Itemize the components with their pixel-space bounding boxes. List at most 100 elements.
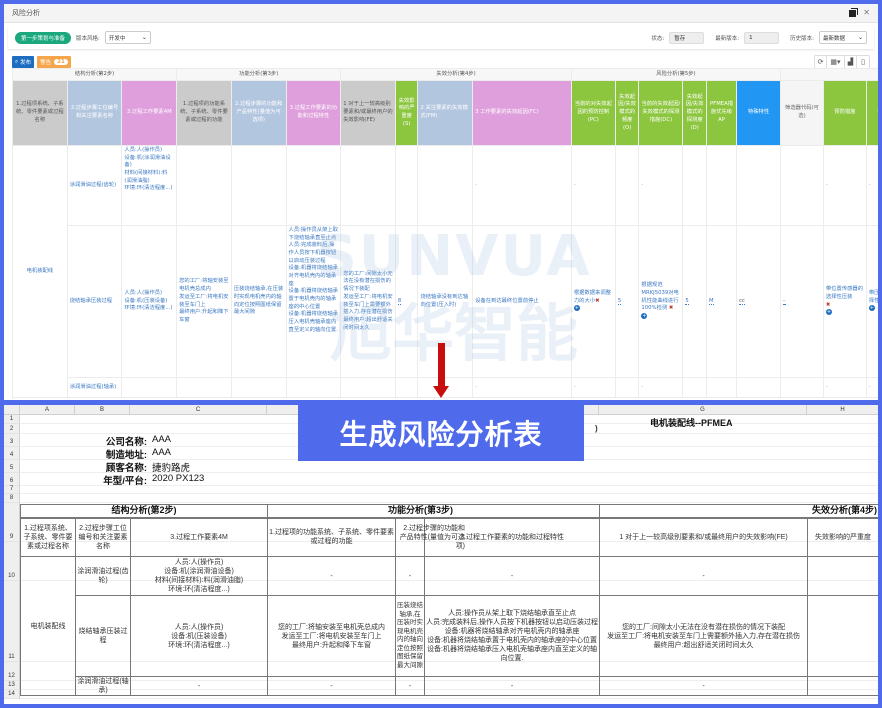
failure-cause-cell[interactable]: - [472, 377, 572, 398]
col-special-char[interactable]: 特殊特性 [736, 80, 782, 146]
element-function-cell[interactable]: 人员:操作员从架上取下烧结轴承直至止点 人员:完成装料后,操作人员按下机器按钮以… [424, 595, 601, 678]
step-function-cell[interactable]: - [395, 676, 426, 697]
special-char-value[interactable]: cc [739, 297, 745, 305]
prevention-action-cell[interactable]: 带位置传感器的选择性压装✖ + [822, 225, 867, 378]
add-icon[interactable]: + [641, 313, 648, 319]
row-number[interactable]: 4 [4, 447, 20, 460]
element-function-cell[interactable] [285, 145, 342, 226]
ap-cell[interactable] [705, 145, 738, 226]
row-number[interactable]: 11 [4, 581, 20, 662]
col-failure-effect[interactable]: 1 对于上一较高级别要素和/或最终用户的失效影响(FE) [340, 80, 396, 146]
severity-value[interactable]: 8 [397, 297, 402, 305]
item-function-cell[interactable]: 您的工厂:将轴安装至电机壳总成内 发运至工厂:将电机安装至车门上 最终用户:升起… [176, 225, 232, 378]
special-char-cell[interactable]: cc [736, 225, 782, 378]
filter-code-value[interactable]: - [783, 297, 785, 305]
header-item-function[interactable]: 1.过程项的功能系统、子系统、零件要素或过程的功能 [267, 517, 397, 558]
prevention-control-cell[interactable]: 根据数据来调整力的大小✖ + [570, 225, 616, 378]
row-number[interactable]: 13 [4, 681, 20, 690]
columns-icon[interactable]: ▦▾ [827, 56, 845, 68]
severity-cell[interactable]: 8 [394, 225, 419, 378]
row-number[interactable]: 12 [4, 662, 20, 681]
row-number[interactable]: 14 [4, 690, 20, 699]
failure-effect-cell[interactable]: 您的工厂:间隙太小无法在没有潜在损伤的情况下装配 发运至工厂:将电机安装至车门上… [599, 595, 809, 678]
ap-value[interactable]: M [708, 297, 714, 305]
work-element-cell[interactable] [121, 377, 178, 398]
add-icon[interactable]: + [868, 305, 875, 312]
occurrence-cell[interactable] [614, 377, 640, 398]
row-number[interactable]: 2 [4, 424, 20, 434]
item-function-cell[interactable] [176, 377, 232, 398]
col-header-g[interactable]: G [599, 405, 807, 414]
restore-icon[interactable] [849, 7, 859, 17]
row-number[interactable]: 10 [4, 542, 20, 581]
step-cell[interactable]: 烧结轴承压装过程 [75, 595, 131, 678]
failure-effect-cell[interactable]: - [599, 676, 809, 697]
ap-cell[interactable]: M [705, 225, 738, 378]
occurrence-value[interactable]: 5 [617, 297, 622, 305]
detection-action-cell[interactable]: - [865, 145, 878, 226]
element-function-cell[interactable]: - [424, 676, 601, 697]
prevention-control-cell[interactable]: - [570, 145, 616, 226]
detection-cell[interactable]: 5 [682, 225, 707, 378]
step-function-cell[interactable] [230, 377, 287, 398]
customer-name-value[interactable]: 捷豹路虎 [152, 463, 191, 474]
col-action-priority[interactable]: PFMEA措施优先级AP [705, 80, 738, 146]
detection-action-cell[interactable]: 带压力监测的选择性压装✖ + [865, 225, 878, 378]
step-cell[interactable]: 涂润滑油过程(齿轮) [66, 145, 123, 226]
col-step-function[interactable]: 2.过程步骤的功能和产品特性(量值为可选项) [230, 80, 287, 146]
occurrence-cell[interactable]: 5 [614, 225, 640, 378]
prevention-control-cell[interactable]: - [570, 377, 616, 398]
select-all-corner[interactable] [4, 405, 20, 414]
close-icon[interactable]: ✕ [863, 8, 870, 17]
row-number[interactable]: 7 [4, 486, 20, 494]
add-icon[interactable]: + [573, 305, 580, 312]
row-number[interactable]: 3 [4, 434, 20, 447]
severity-cell[interactable] [807, 676, 878, 697]
step-function-cell[interactable] [230, 145, 287, 226]
mfg-address-value[interactable]: AAA [152, 447, 172, 458]
model-year-value[interactable]: 2020 PX123 [152, 473, 205, 484]
col-detection-action[interactable]: 探测措施 [865, 80, 878, 146]
row-number[interactable]: 6 [4, 473, 20, 486]
detection-cell[interactable] [682, 145, 707, 226]
group-failure[interactable]: 失效分析(第4步) [599, 503, 878, 519]
col-work-element[interactable]: 3.过程工作要素4M [121, 80, 178, 146]
failure-mode-cell[interactable] [417, 145, 474, 226]
detection-action-cell[interactable]: - [865, 377, 878, 398]
special-char-cell[interactable] [736, 145, 782, 226]
row-number[interactable]: 9 [4, 503, 20, 542]
detection-value[interactable]: 5 [685, 297, 689, 305]
col-prevention-action[interactable]: 预防措施 [822, 80, 867, 146]
col-failure-mode[interactable]: 2 关注要素的失效模式(FM) [417, 80, 474, 146]
detection-cell[interactable] [682, 377, 707, 398]
col-occurrence[interactable]: 失效起因/失效模式的频度(O) [614, 80, 640, 146]
item-function-cell[interactable]: - [267, 676, 397, 697]
col-header-a[interactable]: A [20, 405, 75, 414]
step1-planning-button[interactable]: 第一步策划与准备 [15, 31, 72, 44]
step-function-cell[interactable]: - [395, 556, 426, 597]
header-step-function[interactable]: 2.过程步骤的功能和产品特性(量值为可选项) [395, 517, 465, 558]
group-function[interactable]: 功能分析(第3步) [267, 503, 601, 519]
element-function-cell[interactable]: 人员:操作员从架上取下烧结轴承直至止点 人员:完成装料后,操作人员按下机器按钮以… [285, 225, 342, 378]
row-number[interactable]: 5 [4, 460, 20, 473]
work-element-cell[interactable]: - [129, 676, 269, 697]
detection-control-cell[interactable]: - [638, 145, 684, 226]
step-cell[interactable]: 涂润滑油过程(轴承) [75, 676, 131, 697]
row-number[interactable]: 8 [4, 494, 20, 503]
failure-effect-cell[interactable]: - [599, 556, 809, 597]
failure-effect-cell[interactable]: 您的工厂:间隙太小无法在没有潜在损伤的情况下装配 发运至工厂:将电机安装至车门上… [340, 225, 396, 378]
ap-cell[interactable] [705, 377, 738, 398]
col-severity[interactable]: 失效影响的严重度(S) [394, 80, 419, 146]
col-process-step[interactable]: 2.过程步骤工位编号和关注要素名称 [66, 80, 123, 146]
delete-icon[interactable]: ✖ [668, 305, 674, 312]
filter-code-cell[interactable] [780, 377, 824, 398]
failure-cause-cell[interactable]: 设备在到达最终位置前停止 [472, 225, 572, 378]
col-prevention-control[interactable]: 当前的对失效起因的预防控制(PC) [570, 80, 616, 146]
col-process-item[interactable]: 1.过程项系统、子系统、零件要素或过程名称 [12, 80, 68, 146]
detection-control-cell[interactable]: - [638, 377, 684, 398]
work-element-cell[interactable]: 人员:人(操作员) 设备:机(涂润滑油设备) 材料(间接材料):料(润滑油脂) … [129, 556, 269, 597]
header-failure-effect[interactable]: 1 对于上一较高级别要素和/或最终用户的失效影响(FE) [599, 517, 809, 558]
occurrence-cell[interactable] [614, 145, 640, 226]
filter-code-cell[interactable]: - [780, 225, 824, 378]
add-icon[interactable]: + [825, 309, 832, 316]
